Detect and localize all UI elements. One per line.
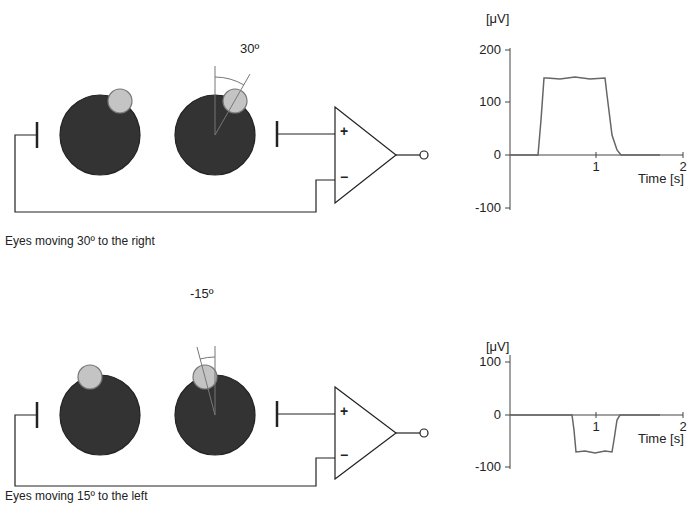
angle-label: -15º bbox=[190, 287, 214, 301]
cornea bbox=[78, 365, 102, 389]
signal-trace bbox=[510, 77, 660, 155]
input-sign: − bbox=[340, 448, 348, 462]
angle-arc bbox=[215, 77, 244, 85]
amplifier-symbol bbox=[335, 387, 396, 479]
tick-label: -100 bbox=[475, 460, 501, 474]
signal-trace bbox=[510, 415, 660, 453]
tick-label: 0 bbox=[494, 408, 501, 422]
wire bbox=[396, 432, 420, 433]
axis-title: Time [s] bbox=[638, 172, 684, 186]
input-sign: − bbox=[340, 170, 348, 184]
angle-label: 30º bbox=[240, 42, 259, 56]
eye bbox=[60, 375, 140, 455]
row-top bbox=[15, 48, 683, 212]
y-axis bbox=[510, 355, 511, 469]
input-sign: + bbox=[340, 404, 348, 418]
wire bbox=[15, 415, 335, 486]
caption: Eyes moving 15º to the left bbox=[5, 489, 147, 503]
wire bbox=[277, 413, 335, 414]
reference-line bbox=[215, 66, 216, 135]
row-bottom bbox=[15, 346, 683, 486]
cornea bbox=[108, 89, 132, 113]
tick-label: 200 bbox=[479, 43, 501, 57]
amplifier-symbol bbox=[335, 107, 396, 203]
axis-title: Time [s] bbox=[638, 432, 684, 446]
axis-unit: [μV] bbox=[486, 340, 509, 354]
angle-arc bbox=[200, 357, 215, 359]
output-terminal bbox=[420, 151, 428, 159]
output-terminal bbox=[420, 429, 428, 437]
gaze-line bbox=[215, 74, 250, 135]
tick-label: 100 bbox=[479, 355, 501, 369]
tick-label: 1 bbox=[592, 160, 599, 174]
reference-line bbox=[215, 346, 216, 415]
input-sign: + bbox=[340, 124, 348, 138]
y-axis bbox=[510, 48, 511, 210]
tick-label: 1 bbox=[592, 420, 599, 434]
wire bbox=[15, 135, 335, 212]
tick-label: 0 bbox=[494, 148, 501, 162]
gaze-line bbox=[197, 347, 215, 415]
wire bbox=[277, 133, 335, 134]
tick-label: 100 bbox=[479, 95, 501, 109]
wire bbox=[396, 154, 420, 155]
axis-unit: [μV] bbox=[486, 12, 509, 26]
tick-label: -100 bbox=[475, 201, 501, 215]
caption: Eyes moving 30º to the right bbox=[5, 234, 155, 248]
